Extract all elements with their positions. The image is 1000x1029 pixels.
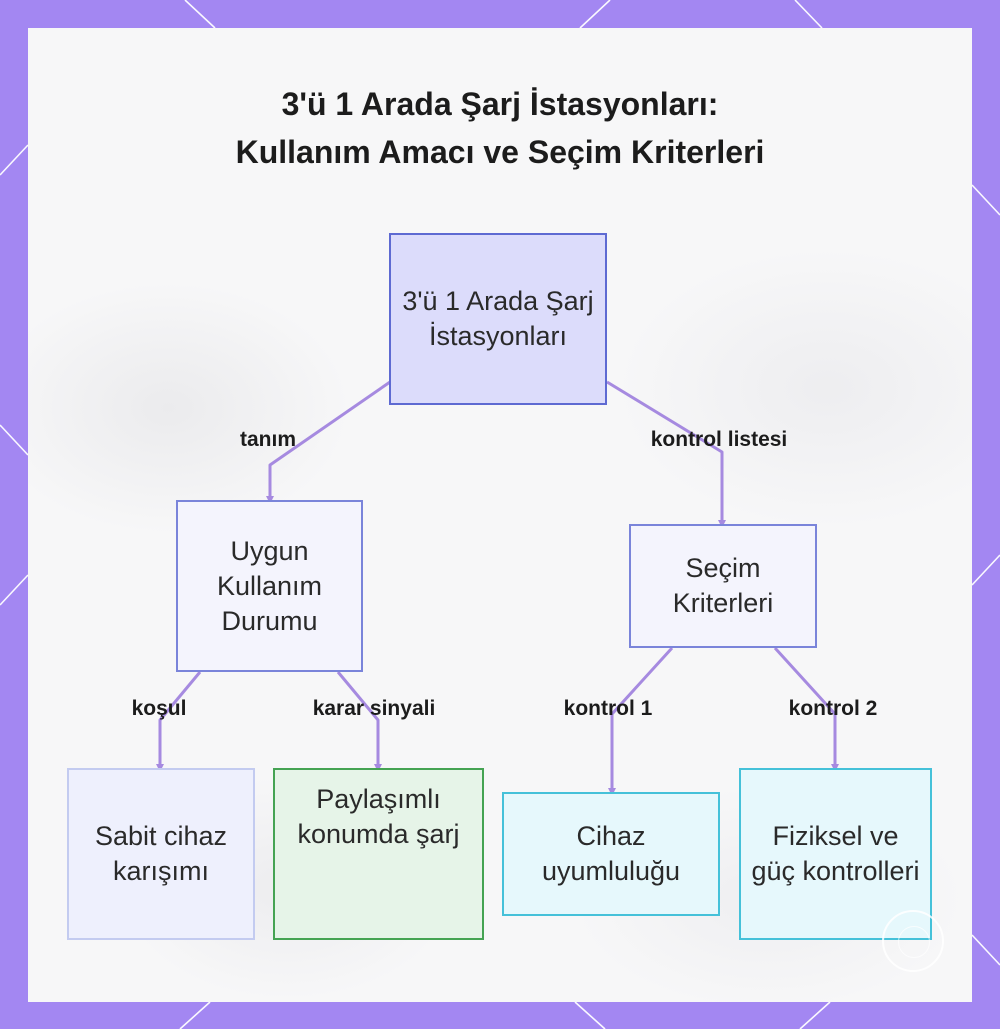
node-fixed-mix-label: Sabit cihaz karışımı [94, 821, 228, 886]
node-usage-label: Uygun Kullanım Durumu [216, 535, 323, 636]
connector-root-usage [266, 380, 391, 504]
watermark-logo [882, 910, 944, 972]
node-root: 3'ü 1 Arada Şarj İstasyonları [389, 233, 607, 405]
edge-label-criteria-compat: kontrol 1 [563, 697, 653, 720]
node-shared-charging: Paylaşımlı konumda şarj [273, 768, 484, 940]
node-criteria-label: Seçim Kriterleri [672, 553, 774, 618]
node-physical-power: Fiziksel ve güç kontrolleri [739, 768, 932, 940]
node-compatibility: Cihaz uyumluluğu [502, 792, 720, 916]
edge-label-root-criteria: kontrol listesi [650, 428, 788, 451]
node-fixed-mix: Sabit cihaz karışımı [67, 768, 255, 940]
node-criteria: Seçim Kriterleri [629, 524, 817, 648]
connector-root-criteria [606, 380, 726, 528]
connector-usage-fixed [156, 671, 202, 772]
connector-usage-shared [336, 671, 382, 772]
node-usage: Uygun Kullanım Durumu [176, 500, 363, 672]
node-physical-power-label: Fiziksel ve güç kontrolleri [751, 821, 920, 886]
connector-criteria-compat [608, 646, 674, 796]
node-compatibility-label: Cihaz uyumluluğu [541, 821, 681, 886]
edge-label-criteria-physical: kontrol 2 [788, 697, 878, 720]
connector-criteria-physical [773, 646, 839, 772]
edge-label-root-usage: tanım [239, 428, 297, 451]
edge-label-usage-shared: karar sinyali [312, 697, 436, 720]
title-line-2: Kullanım Amacı ve Seçim Kriterleri [235, 134, 765, 170]
node-root-label: 3'ü 1 Arada Şarj İstasyonları [402, 286, 594, 351]
edge-label-usage-fixed: koşul [131, 697, 187, 720]
title-line-1: 3'ü 1 Arada Şarj İstasyonları: [281, 86, 719, 122]
node-shared-charging-label: Paylaşımlı konumda şarj [297, 784, 460, 849]
diagram-title: 3'ü 1 Arada Şarj İstasyonları: Kullanım … [28, 80, 972, 176]
